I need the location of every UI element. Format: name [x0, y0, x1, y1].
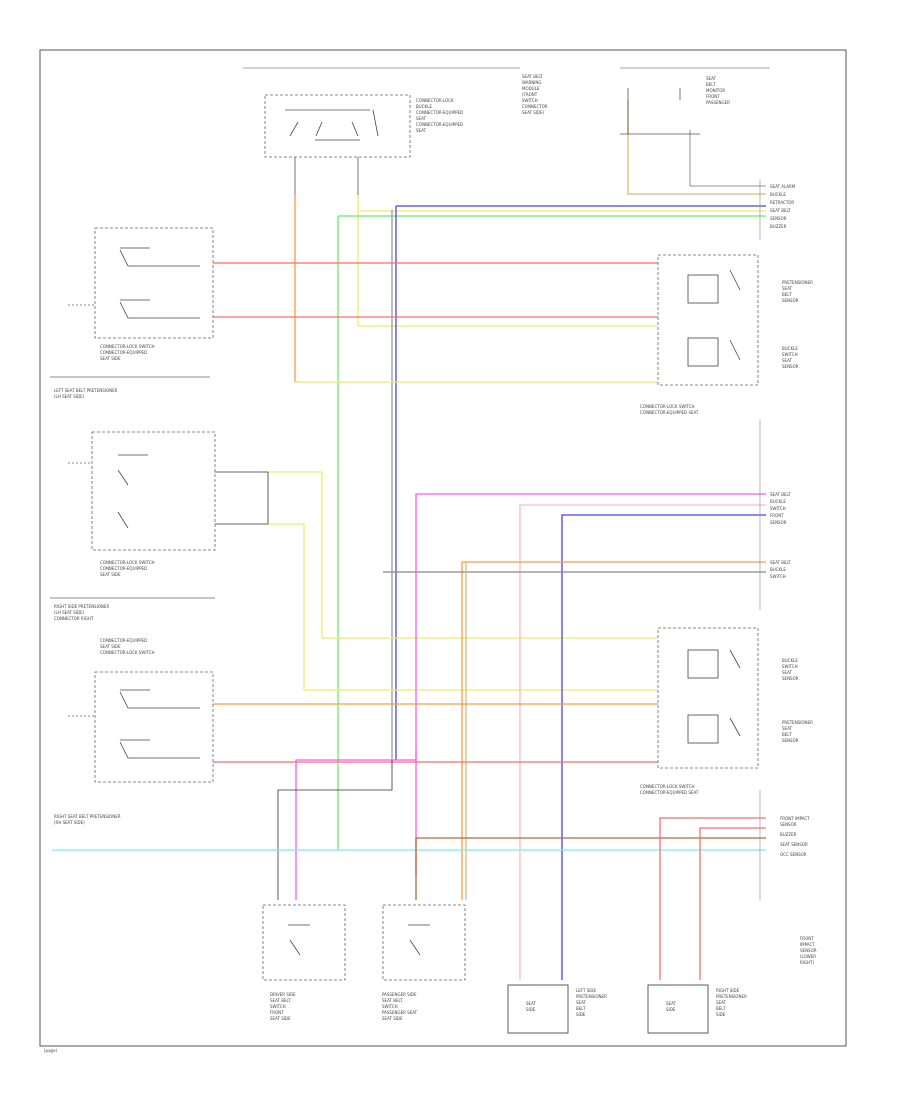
bottom-switch-1-box [262, 904, 346, 981]
top-right-label: SEAT BELT MONITOR FRONT PASSENGER [706, 76, 730, 105]
wire-pink [415, 493, 766, 875]
left-switch-1: CONNECTOR-LOCK SWITCH CONNECTOR-EQUIPPED… [50, 227, 214, 399]
top-right-monitor: SEAT BELT MONITOR FRONT PASSENGER [620, 76, 730, 135]
left-switch-1-below: LEFT SEAT BELT PRETENSIONER (LH SEAT SID… [54, 388, 119, 399]
wire-lightpink [519, 504, 766, 980]
page-label: (page) [44, 1048, 58, 1053]
left-switch-2-below: RIGHT SIDE PRETENSIONER (LH SEAT SIDE) C… [54, 604, 111, 621]
top-switch-label: CONNECTOR-LOCK BUCKLE CONNECTOR-EQUIPPED… [416, 98, 464, 133]
left-switch-3-top: CONNECTOR-EQUIPPED SEAT SIDE CONNECTOR-L… [100, 638, 155, 655]
diagram-frame [39, 49, 847, 1047]
wire-brown-bottom [415, 837, 766, 900]
top-switch-box [264, 94, 411, 158]
wire-brown-orange [461, 561, 766, 900]
bottom-switch-2-box [382, 904, 466, 981]
wire-pink-low [295, 750, 417, 900]
bottom-pretensioner-1-box [507, 984, 569, 1034]
left-switch-3-below: RIGHT SEAT BELT PRETENSIONER (RH SEAT SI… [54, 814, 122, 825]
left-switch-3-box [94, 671, 214, 783]
wire-black-lower [277, 760, 393, 900]
left-switch-2-label: CONNECTOR-LOCK SWITCH CONNECTOR-EQUIPPED… [100, 560, 156, 577]
right-switch-2-box [657, 627, 759, 769]
wire-blue-low [561, 514, 766, 980]
top-mid-label: SEAT BELT WARNING MODULE (FRONT SWITCH C… [522, 74, 549, 115]
wire-tan-loop [627, 100, 766, 195]
left-switch-1-label: CONNECTOR-LOCK SWITCH CONNECTOR-EQUIPPED… [100, 344, 156, 361]
left-switch-2: CONNECTOR-LOCK SWITCH CONNECTOR-EQUIPPED… [50, 431, 216, 621]
left-switch-2-box [91, 431, 216, 551]
wire-red-right-2 [699, 827, 766, 980]
left-switch-3: CONNECTOR-EQUIPPED SEAT SIDE CONNECTOR-L… [54, 638, 214, 825]
right-switch-1-box [657, 254, 759, 386]
bottom-pretensioner-2-box [647, 984, 709, 1034]
wire-red-right-1 [659, 817, 766, 980]
left-switch-1-box [94, 227, 214, 339]
wires [52, 67, 770, 980]
wire-gray-loop [689, 130, 766, 187]
top-switch-assembly: CONNECTOR-LOCK BUCKLE CONNECTOR-EQUIPPED… [264, 74, 549, 195]
